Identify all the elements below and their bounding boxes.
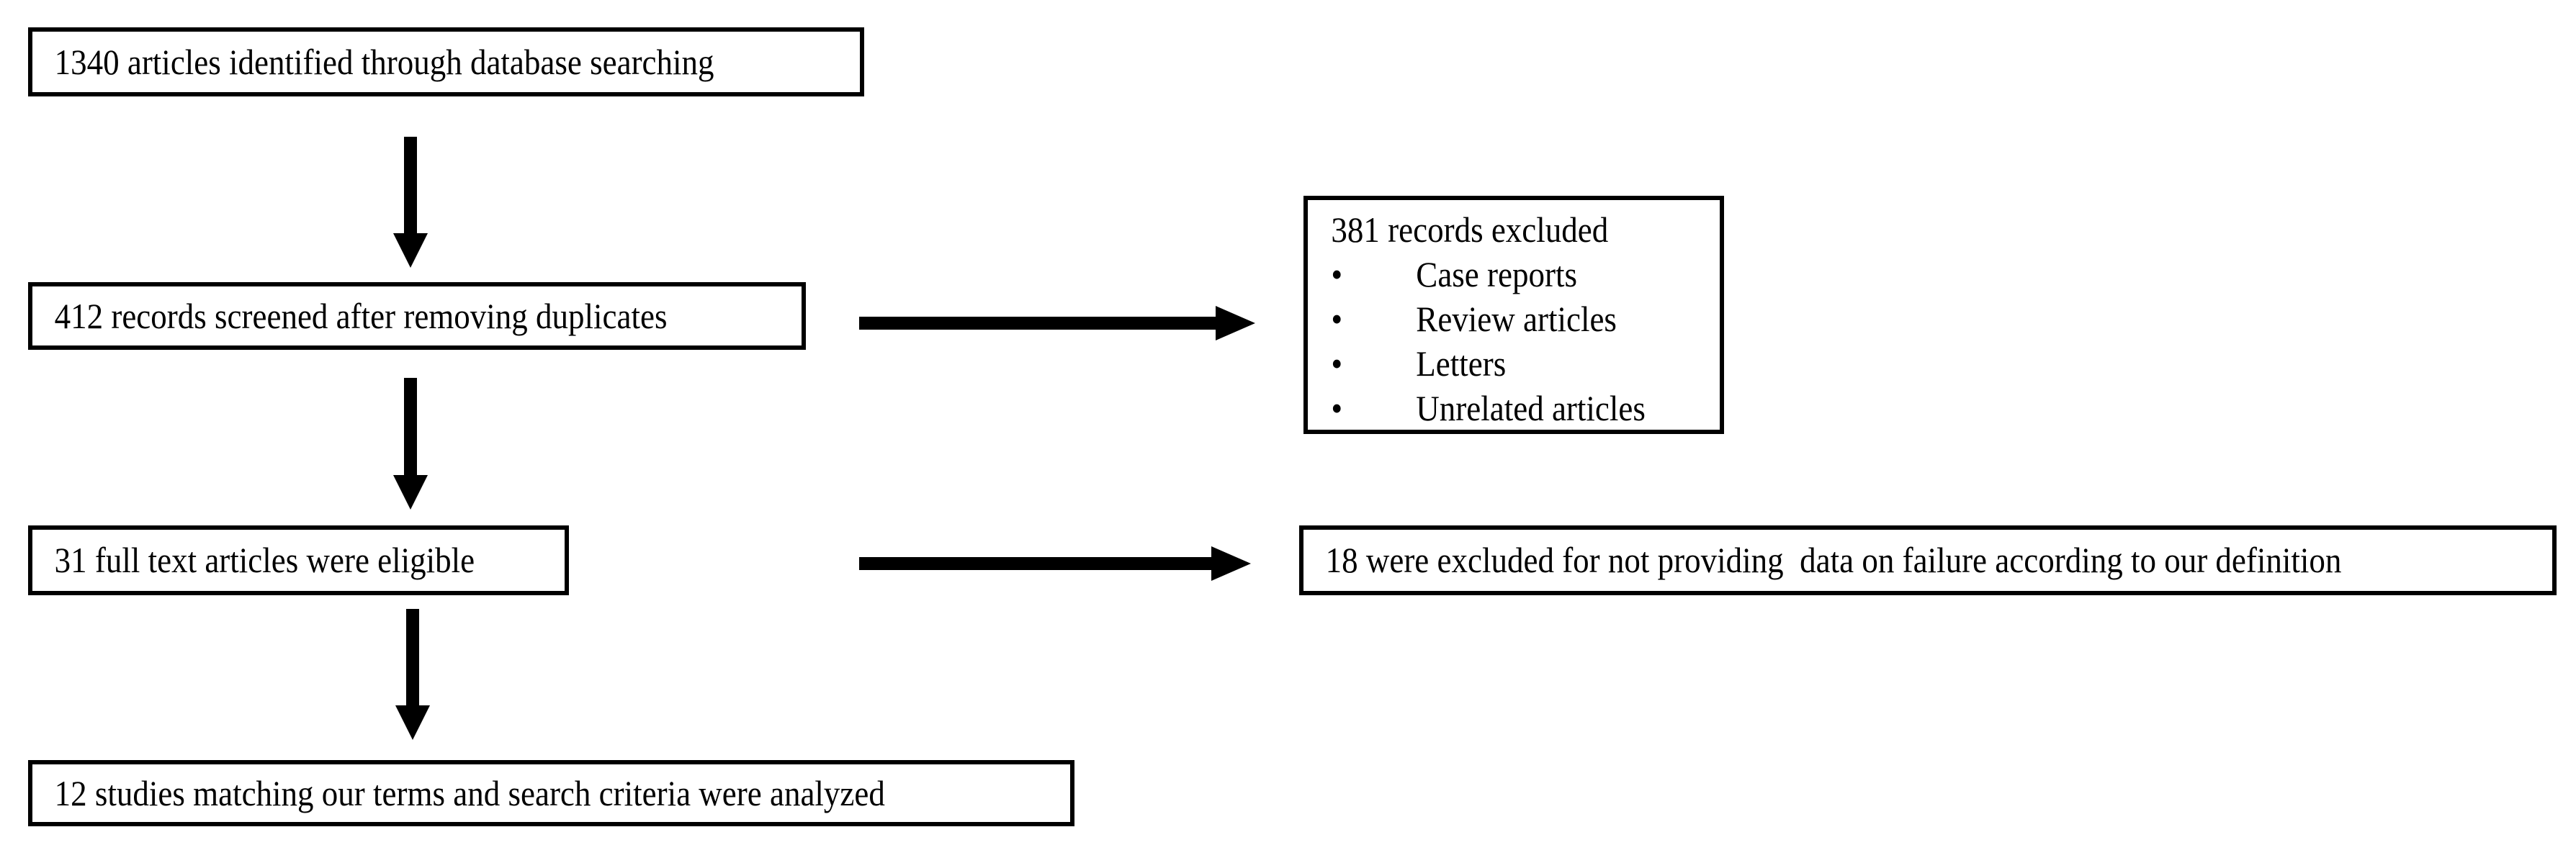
excluded-reason-label: Letters [1416, 343, 1507, 384]
identified-label: 1340 articles identified through databas… [54, 41, 714, 82]
right-arrow-icon-1 [859, 306, 1255, 340]
list-item: • Case reports [1331, 252, 1673, 297]
records-excluded-content: 381 records excluded • Case reports • Re… [1308, 200, 1679, 430]
fulltext-excluded-box: 18 were excluded for not providing data … [1299, 525, 2557, 595]
records-excluded-list: • Case reports • Review articles • Lette… [1331, 252, 1673, 430]
down-arrow-icon-1 [393, 137, 428, 268]
analyzed-box: 12 studies matching our terms and search… [28, 760, 1074, 826]
identified-box: 1340 articles identified through databas… [28, 27, 864, 96]
arrow-shaft [404, 137, 417, 235]
arrow-head [393, 233, 428, 268]
arrow-head [1216, 306, 1255, 340]
bullet-icon: • [1331, 343, 1343, 384]
arrow-shaft [859, 317, 1219, 330]
arrow-head [1211, 546, 1251, 581]
fulltext-excluded-label: 18 were excluded for not providing data … [1325, 540, 2342, 580]
excluded-reason-label: Unrelated articles [1416, 388, 1646, 428]
list-item: • Unrelated articles [1331, 386, 1673, 430]
bullet-icon: • [1331, 388, 1343, 428]
excluded-reason-label: Review articles [1416, 299, 1617, 339]
screened-box: 412 records screened after removing dupl… [28, 282, 806, 350]
right-arrow-icon-2 [859, 546, 1251, 581]
list-item: • Review articles [1331, 297, 1673, 341]
excluded-reason-label: Case reports [1416, 254, 1577, 294]
list-item: • Letters [1331, 341, 1673, 386]
arrow-shaft [404, 378, 417, 476]
records-excluded-box: 381 records excluded • Case reports • Re… [1303, 196, 1724, 434]
screened-label: 412 records screened after removing dupl… [54, 295, 668, 336]
bullet-icon: • [1331, 299, 1343, 339]
arrow-shaft [859, 557, 1215, 570]
analyzed-label: 12 studies matching our terms and search… [54, 772, 885, 813]
bullet-icon: • [1331, 254, 1343, 294]
arrow-head [395, 705, 430, 740]
arrow-shaft [406, 609, 419, 707]
eligible-label: 31 full text articles were eligible [54, 540, 475, 580]
eligible-box: 31 full text articles were eligible [28, 525, 569, 595]
down-arrow-icon-3 [395, 609, 430, 740]
records-excluded-title: 381 records excluded [1331, 209, 1609, 250]
down-arrow-icon-2 [393, 378, 428, 510]
arrow-head [393, 475, 428, 510]
